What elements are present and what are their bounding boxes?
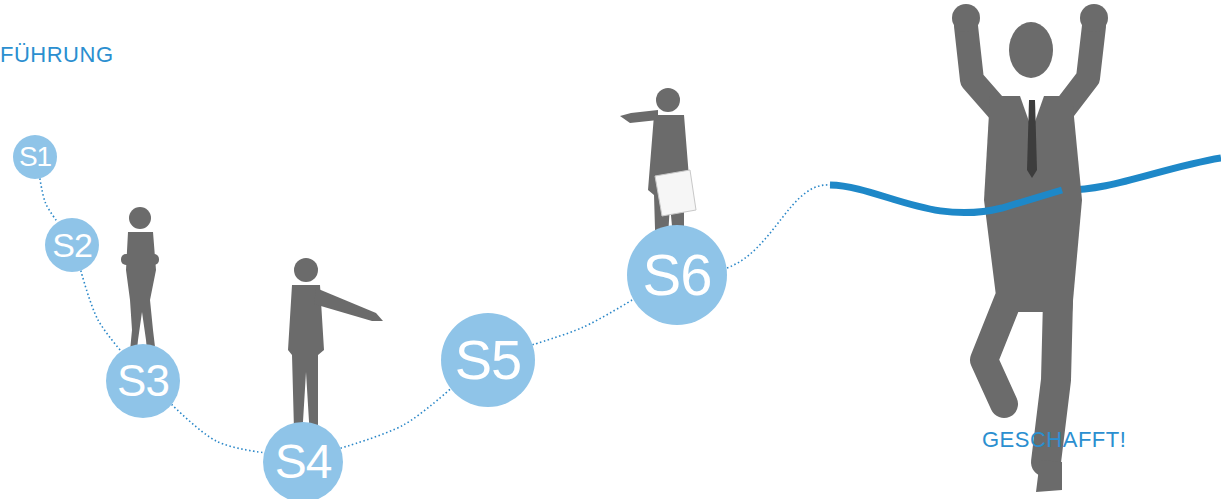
finish-ribbon xyxy=(1060,158,1221,190)
step-label: S2 xyxy=(45,218,99,272)
step-circle: S2 xyxy=(45,218,99,272)
circle-fill xyxy=(627,225,727,325)
step-circle: S1 xyxy=(13,135,57,179)
dotted-connector xyxy=(40,178,58,222)
step-circle: S3 xyxy=(106,344,180,418)
step-circle: S4 xyxy=(263,422,343,499)
dotted-connector xyxy=(341,389,451,449)
circle-fill xyxy=(13,135,57,179)
step-label: S3 xyxy=(106,344,180,418)
caption-text: FÜHRUNG xyxy=(0,44,114,66)
man-silhouette xyxy=(284,258,383,438)
step-label: S4 xyxy=(263,422,343,499)
dotted-connector xyxy=(172,404,264,452)
finish-ribbon xyxy=(830,185,1062,213)
step-circle: S6 xyxy=(627,225,727,325)
circle-fill xyxy=(263,422,343,499)
circle-fill xyxy=(106,344,180,418)
runner-silhouette xyxy=(952,4,1108,492)
step-label: S1 xyxy=(13,135,57,179)
dotted-connector xyxy=(81,271,121,352)
step-label: S6 xyxy=(627,225,727,325)
dotted-path xyxy=(727,185,830,268)
dotted-connector xyxy=(532,299,633,344)
circle-fill xyxy=(441,313,535,407)
caption-text: GESCHAFFT! xyxy=(982,429,1126,451)
circle-fill xyxy=(45,218,99,272)
step-circle: S5 xyxy=(441,313,535,407)
step-label: S5 xyxy=(441,313,535,407)
